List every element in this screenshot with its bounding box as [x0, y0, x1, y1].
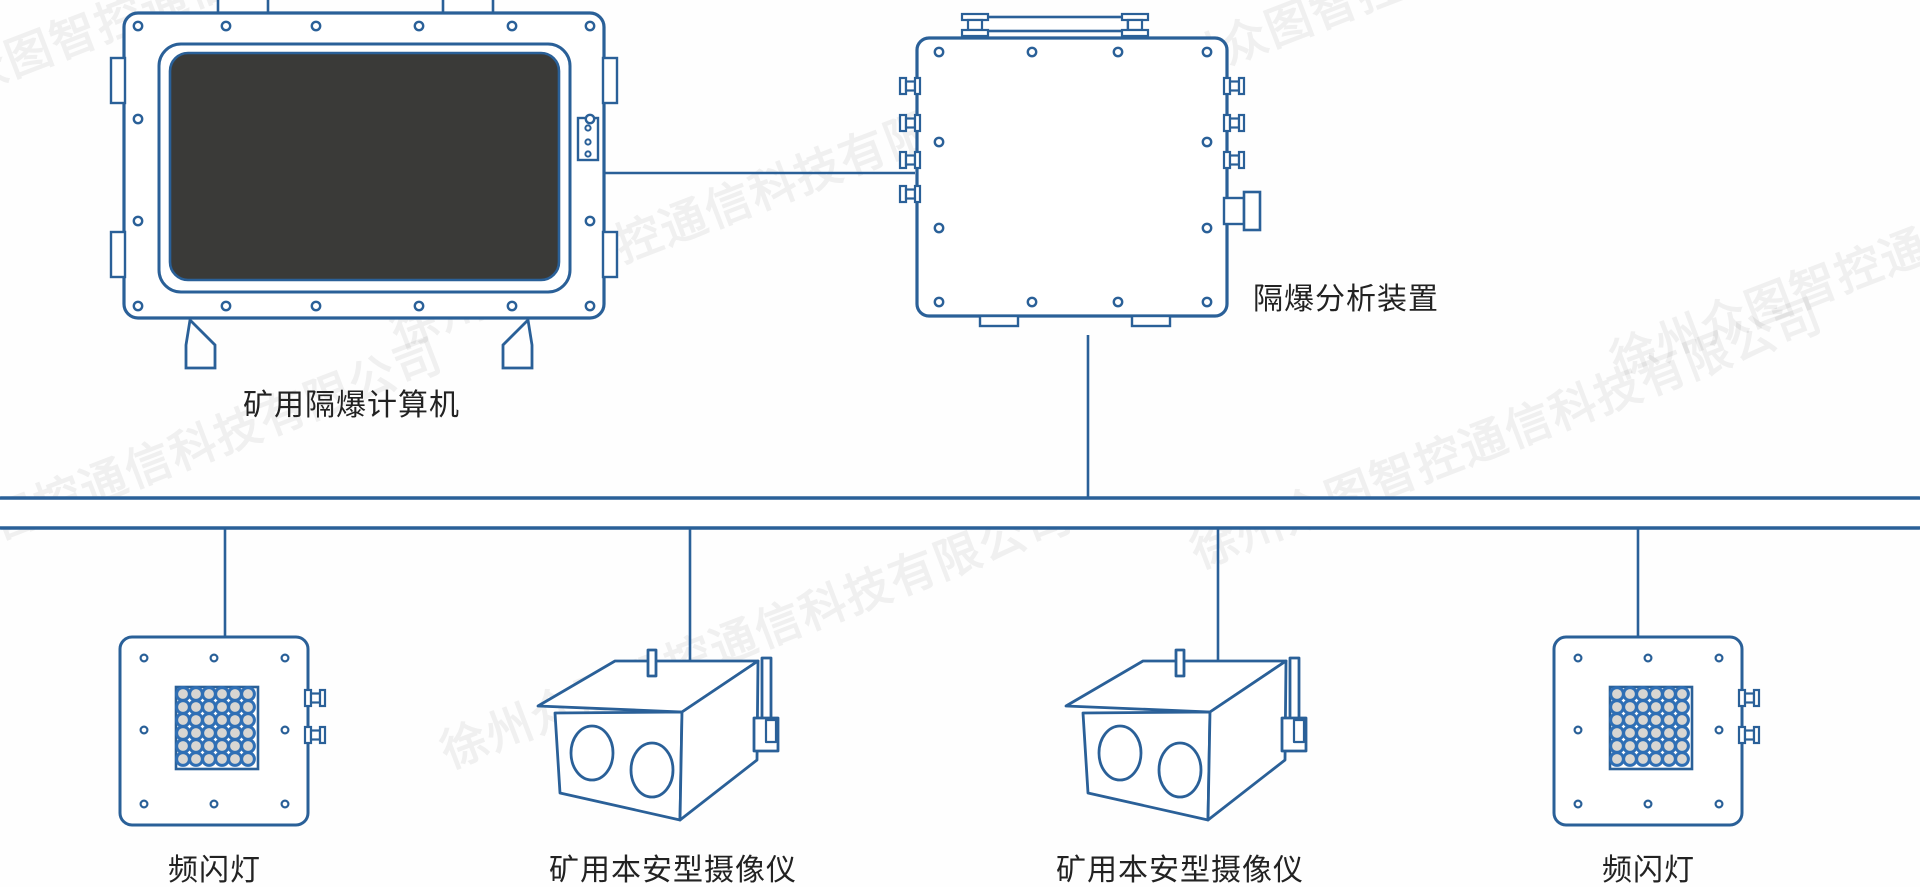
label-intrinsically-safe-camera-left: 矿用本安型摄像仪 — [549, 854, 797, 887]
device-intrinsically-safe-camera-left[interactable] — [536, 648, 780, 822]
main-bus[interactable] — [0, 496, 1920, 530]
device-mine-explosion-proof-computer[interactable] — [109, 0, 619, 370]
device-strobe-light-left[interactable] — [118, 635, 327, 827]
computer-side-lug — [601, 56, 619, 279]
analyzer-enclosure — [915, 36, 1229, 318]
camera-side-face — [1206, 659, 1288, 822]
computer-mounting-bracket — [184, 317, 534, 370]
analyzer-mounting-foot — [978, 314, 1172, 328]
strobe-led-matrix — [1609, 686, 1690, 767]
camera-antenna — [1288, 656, 1301, 722]
camera-lens — [569, 724, 615, 782]
strobe-led-matrix — [175, 686, 256, 767]
camera-lens — [1097, 724, 1143, 782]
label-intrinsically-safe-camera-right: 矿用本安型摄像仪 — [1056, 854, 1304, 887]
label-mine-explosion-proof-computer: 矿用隔爆计算机 — [243, 389, 460, 422]
device-flameproof-analysis-unit[interactable] — [898, 12, 1262, 328]
computer-side-lug — [109, 56, 127, 279]
camera-antenna — [1174, 648, 1186, 678]
device-intrinsically-safe-camera-right[interactable] — [1064, 648, 1308, 822]
camera-antenna — [646, 648, 658, 678]
analyzer-valve-port — [1222, 190, 1262, 232]
analyzer-cable-gland-right — [1222, 76, 1246, 170]
camera-antenna-connector-inner — [1292, 718, 1306, 744]
label-strobe-light-left: 频闪灯 — [168, 854, 261, 887]
analyzer-top-handle — [960, 12, 1150, 38]
camera-antenna-connector-inner — [764, 718, 778, 744]
label-flameproof-analysis-unit: 隔爆分析装置 — [1253, 283, 1439, 316]
computer-connector-port — [576, 116, 600, 162]
connection-lines — [223, 171, 1640, 660]
device-strobe-light-right[interactable] — [1552, 635, 1761, 827]
label-strobe-light-right: 频闪灯 — [1602, 854, 1695, 887]
camera-antenna — [760, 656, 773, 722]
computer-display-screen[interactable] — [168, 51, 561, 282]
camera-lens — [629, 741, 675, 799]
camera-side-face — [678, 659, 760, 822]
camera-lens — [1157, 741, 1203, 799]
